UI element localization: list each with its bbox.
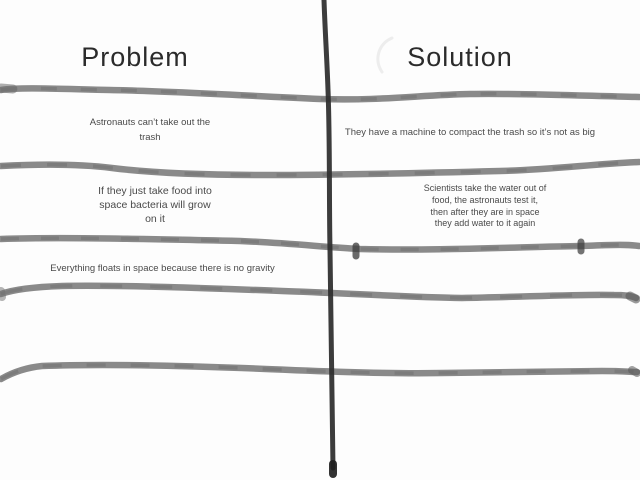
- cell-row3-problem[interactable]: Everything floats in space because there…: [50, 263, 275, 274]
- column-divider-line: [321, 0, 337, 478]
- row-divider-line-5: [0, 361, 640, 383]
- cell-row1-problem[interactable]: Astronauts can’t take out the trash: [89, 117, 211, 143]
- cell-row2-solution[interactable]: Scientists take the water out of food, t…: [423, 183, 547, 229]
- solution-column-heading[interactable]: Solution: [407, 42, 513, 72]
- problem-column-heading[interactable]: Problem: [81, 42, 189, 72]
- cell-row2-problem[interactable]: If they just take food into space bacter…: [98, 185, 212, 225]
- row-divider-line-4: [0, 282, 640, 304]
- row-divider-line-2: [0, 158, 640, 179]
- row-divider-line-3: [0, 234, 640, 260]
- cell-row1-solution[interactable]: They have a machine to compact the trash…: [344, 127, 596, 138]
- faint-smudge-mark: [376, 36, 394, 74]
- row-divider-line-1: [0, 83, 640, 103]
